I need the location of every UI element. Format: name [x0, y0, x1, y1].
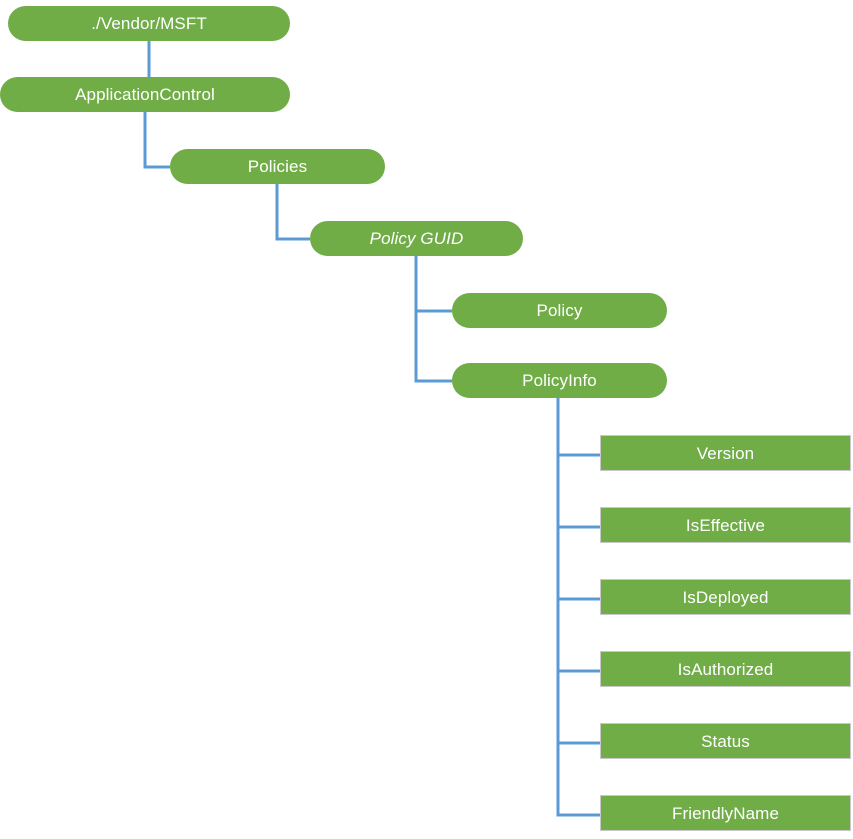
node-version[interactable]: Version: [600, 435, 851, 471]
node-policy[interactable]: Policy: [452, 293, 667, 328]
node-vendor-msft[interactable]: ./Vendor/MSFT: [8, 6, 290, 41]
node-application-control[interactable]: ApplicationControl: [0, 77, 290, 112]
connector-policy-info-to-is-deployed: [556, 398, 600, 601]
connector-policy-info-to-status: [556, 398, 600, 745]
node-label-is-deployed: IsDeployed: [682, 587, 769, 607]
connector-policies-to-policy-guid: [275, 184, 310, 241]
node-policy-info[interactable]: PolicyInfo: [452, 363, 667, 398]
node-label-vendor-msft: ./Vendor/MSFT: [91, 14, 207, 33]
connector-application-control-to-policies: [143, 112, 170, 169]
node-label-application-control: ApplicationControl: [75, 85, 215, 104]
node-label-policy-guid: Policy GUID: [369, 229, 464, 248]
connector-policy-info-to-is-authorized: [556, 398, 600, 673]
node-label-is-authorized: IsAuthorized: [677, 659, 774, 679]
connector-policy-info-to-is-effective: [556, 398, 600, 529]
node-is-effective[interactable]: IsEffective: [600, 507, 851, 543]
connector-policy-info-to-friendly-name: [556, 398, 600, 817]
node-is-deployed[interactable]: IsDeployed: [600, 579, 851, 615]
node-is-authorized[interactable]: IsAuthorized: [600, 651, 851, 687]
node-label-policies: Policies: [247, 157, 308, 176]
node-label-policy: Policy: [536, 301, 583, 320]
node-label-status: Status: [701, 731, 750, 751]
node-label-is-effective: IsEffective: [685, 515, 766, 535]
connector-policy-info-to-version: [556, 398, 600, 457]
connector-policy-guid-to-policy-info: [414, 256, 452, 383]
node-label-friendly-name: FriendlyName: [671, 803, 779, 823]
node-label-version: Version: [696, 443, 755, 463]
node-policy-guid[interactable]: Policy GUID: [310, 221, 523, 256]
connector-policy-guid-to-policy: [414, 256, 452, 313]
node-status[interactable]: Status: [600, 723, 851, 759]
node-friendly-name[interactable]: FriendlyName: [600, 795, 851, 831]
node-label-policy-info: PolicyInfo: [522, 371, 597, 390]
node-policies[interactable]: Policies: [170, 149, 385, 184]
